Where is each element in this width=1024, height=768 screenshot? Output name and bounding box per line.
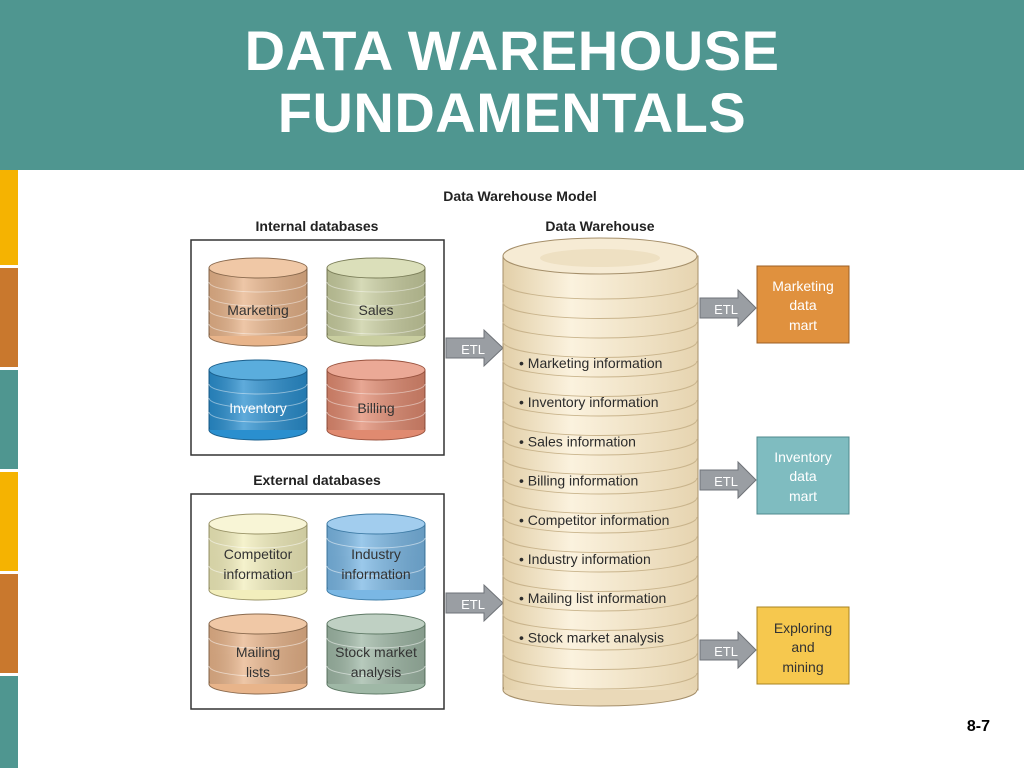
- side-bar-6: [0, 676, 18, 768]
- warehouse-ring: [502, 536, 698, 553]
- mart-line-1: Exploring: [774, 620, 832, 636]
- database-billing: Billing: [326, 359, 426, 441]
- database-label-line-1: Mailing: [236, 644, 280, 660]
- side-bar-5: [0, 574, 18, 673]
- slide-title: DATA WAREHOUSE FUNDAMENTALS: [0, 20, 1024, 144]
- warehouse-item-list: • Marketing information • Inventory infor…: [519, 355, 669, 645]
- database-label: Sales: [358, 302, 393, 318]
- warehouse-ring: [502, 633, 698, 651]
- slide-number: 8-7: [966, 718, 990, 735]
- slide-header: DATA WAREHOUSE FUNDAMENTALS: [0, 0, 1024, 170]
- warehouse-item: • Industry information: [519, 551, 651, 567]
- database-label-line-1: Stock market: [335, 644, 417, 660]
- database-inventory: Inventory: [208, 359, 308, 441]
- etl-arrow-exploring-mining: ETL: [699, 630, 757, 670]
- side-bar-3: [0, 370, 18, 469]
- warehouse-item: • Stock market analysis: [519, 629, 664, 645]
- warehouse-item: • Billing information: [519, 473, 638, 489]
- etl-label: ETL: [714, 302, 738, 317]
- warehouse-ring: [502, 419, 698, 436]
- warehouse-ring: [502, 672, 698, 690]
- etl-label: ETL: [461, 342, 485, 357]
- etl-label: ETL: [714, 644, 738, 659]
- database-industry-information: Industry information: [326, 513, 426, 601]
- database-marketing: Marketing: [208, 257, 308, 347]
- title-line-2: FUNDAMENTALS: [277, 81, 747, 144]
- warehouse-ring: [502, 555, 698, 573]
- database-label-line-2: lists: [246, 664, 270, 680]
- etl-arrow-inventory-mart: ETL: [699, 460, 757, 500]
- warehouse-item: • Sales information: [519, 433, 636, 449]
- database-label-line-1: Industry: [351, 546, 401, 562]
- inventory-data-mart: Inventory data mart: [756, 436, 850, 515]
- database-label-line-1: Competitor: [224, 546, 293, 562]
- warehouse-ring: [502, 360, 698, 378]
- warehouse-ring: [502, 614, 698, 631]
- database-label: Billing: [357, 400, 394, 416]
- warehouse-item: • Marketing information: [519, 355, 662, 371]
- warehouse-ring: [502, 477, 698, 495]
- side-bar-2: [0, 268, 18, 367]
- database-label: Inventory: [229, 400, 287, 416]
- warehouse-ring: [502, 594, 698, 612]
- warehouse-ring: [502, 341, 698, 358]
- etl-label: ETL: [461, 597, 485, 612]
- mart-line-2: data: [789, 297, 816, 313]
- database-sales: Sales: [326, 257, 426, 347]
- warehouse-ring: [502, 458, 698, 475]
- database-label-line-2: information: [223, 566, 292, 582]
- etl-label: ETL: [714, 474, 738, 489]
- data-warehouse-cylinder: [502, 237, 699, 707]
- database-label: Marketing: [227, 302, 288, 318]
- mart-line-3: mining: [782, 659, 823, 675]
- warehouse-item: • Competitor information: [519, 512, 669, 528]
- data-warehouse-model-diagram: Data Warehouse Model Internal databases …: [190, 188, 850, 710]
- external-databases-label: External databases: [253, 472, 381, 488]
- warehouse-ring: [502, 399, 698, 417]
- warehouse-ring: [502, 302, 698, 319]
- mart-line-3: mart: [789, 488, 817, 504]
- etl-arrow-external: ETL: [445, 583, 504, 623]
- title-line-1: DATA WAREHOUSE: [244, 19, 780, 82]
- warehouse-ring: [502, 575, 698, 592]
- warehouse-rings: [502, 282, 698, 690]
- warehouse-ring: [502, 653, 698, 670]
- warehouse-ring: [502, 497, 698, 514]
- data-warehouse-label: Data Warehouse: [545, 218, 654, 234]
- database-mailing-lists: Mailing lists: [208, 613, 308, 695]
- database-stock-market-analysis: Stock market analysis: [326, 613, 426, 695]
- database-competitor-information: Competitor information: [208, 513, 308, 601]
- etl-arrow-marketing-mart: ETL: [699, 288, 757, 328]
- side-bar-4: [0, 472, 18, 571]
- warehouse-ring: [502, 380, 698, 397]
- exploring-and-mining: Exploring and mining: [756, 606, 850, 685]
- external-databases-box: [190, 493, 445, 710]
- warehouse-ring: [502, 321, 698, 339]
- warehouse-ring: [502, 282, 698, 300]
- mart-line-1: Inventory: [774, 449, 832, 465]
- internal-databases-box: [190, 239, 445, 456]
- internal-databases-label: Internal databases: [256, 218, 379, 234]
- database-label-line-2: information: [341, 566, 410, 582]
- warehouse-ring: [502, 438, 698, 456]
- diagram-title: Data Warehouse Model: [443, 188, 597, 204]
- etl-arrow-internal: ETL: [445, 328, 504, 368]
- mart-line-3: mart: [789, 317, 817, 333]
- database-label-line-2: analysis: [351, 664, 402, 680]
- warehouse-item: • Mailing list information: [519, 590, 666, 606]
- mart-line-2: and: [791, 639, 814, 655]
- warehouse-item: • Inventory information: [519, 394, 659, 410]
- mart-line-1: Marketing: [772, 278, 833, 294]
- side-bar-1: [0, 170, 18, 265]
- marketing-data-mart: Marketing data mart: [756, 265, 850, 344]
- mart-line-2: data: [789, 468, 816, 484]
- warehouse-ring: [502, 516, 698, 534]
